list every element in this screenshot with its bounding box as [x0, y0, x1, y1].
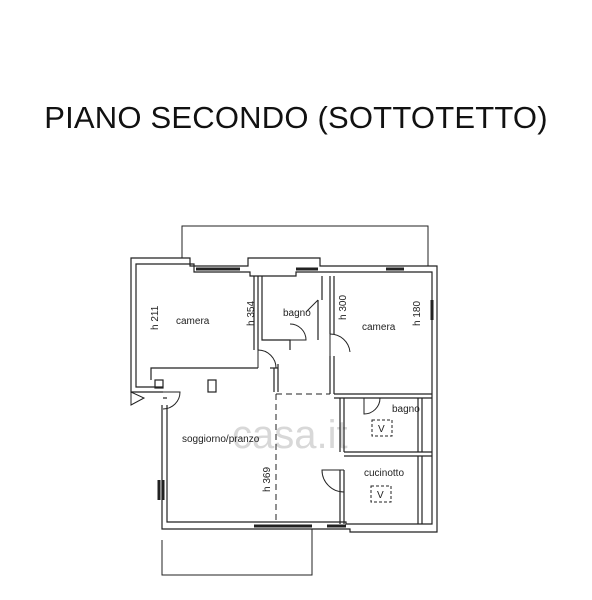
exterior-walls — [130, 257, 438, 533]
vent-symbol-bagno: V — [371, 419, 393, 437]
svg-text:V: V — [377, 490, 384, 501]
plan-title: PIANO SECONDO (SOTTOTETTO) — [44, 100, 548, 135]
entrance-arrow-icon — [130, 391, 146, 406]
room-label-bagno-small: bagno — [392, 404, 420, 415]
height-label-369: h 369 — [262, 467, 273, 492]
dashed-divider — [275, 393, 330, 522]
doors — [162, 299, 381, 493]
room-label-cucinotto: cucinotto — [364, 468, 404, 479]
room-label-soggiorno: soggiorno/pranzo — [182, 434, 260, 445]
roof-outline — [181, 225, 429, 266]
room-label-camera-left: camera — [176, 316, 210, 327]
windows — [157, 267, 434, 528]
vent-symbol-cucinotto: V — [370, 485, 392, 503]
watermark: casa.it — [232, 413, 348, 457]
room-label-camera-right: camera — [362, 322, 396, 333]
height-label-300: h 300 — [338, 295, 349, 320]
room-label-bagno-top: bagno — [283, 308, 311, 319]
interior-walls — [150, 276, 432, 524]
height-label-354: h 354 — [246, 301, 257, 326]
svg-text:V: V — [378, 424, 385, 435]
height-label-211: h 211 — [150, 305, 161, 330]
height-label-180: h 180 — [412, 301, 423, 326]
terrace-outline — [161, 529, 313, 576]
